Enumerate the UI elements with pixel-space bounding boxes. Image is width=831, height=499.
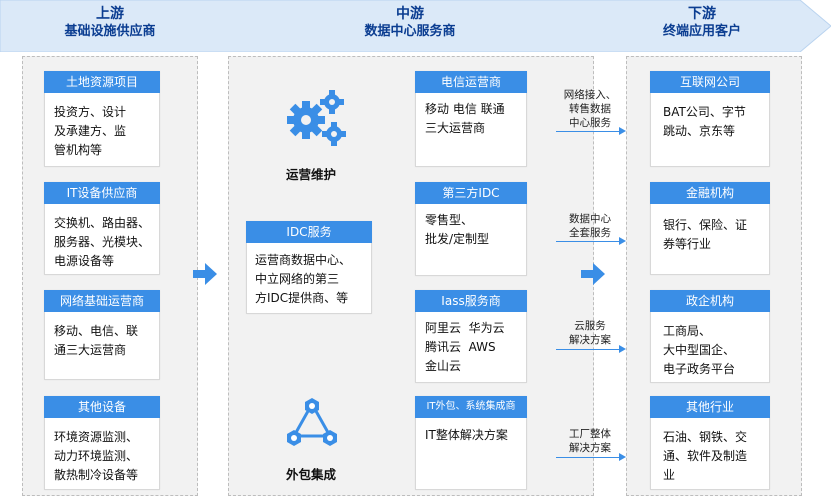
- card-line: 批发/定制型: [425, 232, 490, 246]
- flow-arrow-icon: [193, 263, 217, 285]
- downstream-card-internet: 互联网公司 BAT公司、字节 跳动、京东等: [650, 71, 770, 167]
- card-line: 服务器、光模块、: [54, 235, 151, 249]
- card-line: 零售型、: [425, 213, 474, 227]
- card-line: 移动、电信、联: [54, 324, 139, 338]
- card-title: 互联网公司: [650, 71, 770, 93]
- flow-arrow-icon: [581, 263, 605, 285]
- card-line: 工商局、: [663, 324, 712, 338]
- card-line: 管机构等: [54, 143, 103, 157]
- card-title: IDC服务: [246, 221, 372, 243]
- gears-icon: [287, 90, 346, 146]
- downstream-subtitle: 终端应用客户: [662, 24, 741, 39]
- upstream-card-network: 网络基础运营商 移动、电信、联 通三大运营商: [44, 290, 160, 380]
- card-title: 土地资源项目: [44, 71, 160, 93]
- card-line: 交换机、路由器、: [54, 216, 151, 230]
- service-card-iaas: Iass服务商 阿里云 华为云 腾讯云 AWS 金山云: [415, 290, 527, 383]
- ops-label: 运营维护: [286, 167, 337, 182]
- idc-card: IDC服务 运营商数据中心、 中立网络的第三 方IDC提供商、等: [246, 221, 372, 314]
- card-line: 方IDC提供商、等: [255, 291, 349, 305]
- connector-arrow: [556, 453, 626, 461]
- card-line: 电源设备等: [54, 254, 115, 268]
- card-title: IT外包、系统集成商: [415, 396, 527, 418]
- upstream-card-land: 土地资源项目 投资方、设计 及承建方、监 管机构等: [44, 71, 160, 167]
- connector-arrow: [556, 237, 626, 245]
- arrow-label-line: 云服务: [574, 320, 606, 332]
- arrow-label-factory: 工厂整体 解决方案: [558, 427, 622, 455]
- arrow-label-cloud: 云服务 解决方案: [558, 319, 622, 347]
- arrow-label-dc: 数据中心 全套服务: [558, 212, 622, 240]
- card-line: 大中型国企、: [663, 343, 736, 357]
- arrow-label-line: 中心服务: [569, 117, 611, 129]
- card-line: 运营商数据中心、: [255, 253, 352, 267]
- service-card-telecom: 电信运营商 移动 电信 联通 三大运营商: [415, 71, 527, 167]
- card-line: 三大运营商: [425, 121, 486, 135]
- midstream-subtitle: 数据中心服务商: [364, 24, 456, 39]
- outsource-label: 外包集成: [286, 467, 337, 482]
- card-line: 通三大运营商: [54, 343, 127, 357]
- midstream-header: 中游 数据中心服务商: [330, 6, 490, 40]
- card-line: 散热制冷设备等: [54, 468, 139, 482]
- card-title: IT设备供应商: [44, 182, 160, 204]
- arrow-label-line: 网络接入、: [563, 89, 617, 101]
- card-title: 其他行业: [650, 396, 770, 418]
- card-line: 通、软件及制造: [663, 449, 748, 463]
- card-line: 金山云: [425, 359, 462, 373]
- arrow-label-line: 全套服务: [569, 227, 611, 239]
- card-line: 环境资源监测、: [54, 430, 139, 444]
- card-line: 电子政务平台: [663, 362, 736, 376]
- midstream-title: 中游: [396, 6, 424, 22]
- card-title: Iass服务商: [415, 290, 527, 312]
- arrow-label-line: 解决方案: [569, 334, 611, 346]
- downstream-card-gov: 政企机构 工商局、 大中型国企、 电子政务平台: [650, 290, 770, 383]
- card-line: 移动 电信 联通: [425, 102, 505, 116]
- service-card-third-idc: 第三方IDC 零售型、 批发/定制型: [415, 182, 527, 276]
- downstream-header: 下游 终端应用客户: [622, 6, 782, 40]
- card-line: 动力环境监测、: [54, 449, 139, 463]
- card-line: 腾讯云 AWS: [425, 340, 496, 354]
- card-title: 第三方IDC: [415, 182, 527, 204]
- upstream-title: 上游: [96, 6, 124, 22]
- upstream-header: 上游 基础设施供应商: [30, 6, 190, 40]
- connector-arrow: [556, 345, 626, 353]
- card-line: 投资方、设计: [54, 105, 127, 119]
- integration-icon: [287, 398, 337, 446]
- downstream-card-other: 其他行业 石油、钢铁、交 通、软件及制造 业: [650, 396, 770, 490]
- card-title: 政企机构: [650, 290, 770, 312]
- arrow-label-line: 解决方案: [569, 442, 611, 454]
- upstream-card-other: 其他设备 环境资源监测、 动力环境监测、 散热制冷设备等: [44, 396, 160, 490]
- card-title: 其他设备: [44, 396, 160, 418]
- flow-banner: [0, 0, 831, 52]
- arrow-label-line: 工厂整体: [569, 428, 611, 440]
- card-line: BAT公司、字节: [663, 105, 746, 119]
- upstream-card-it: IT设备供应商 交换机、路由器、 服务器、光模块、 电源设备等: [44, 182, 160, 275]
- connector-arrow: [556, 127, 626, 135]
- arrow-label-line: 数据中心: [569, 213, 611, 225]
- service-card-outsource: IT外包、系统集成商 IT整体解决方案: [415, 396, 527, 490]
- card-line: 银行、保险、证: [663, 218, 748, 232]
- card-line: 及承建方、监: [54, 124, 127, 138]
- downstream-card-finance: 金融机构 银行、保险、证 券等行业: [650, 182, 770, 275]
- card-line: 中立网络的第三: [255, 272, 340, 286]
- card-title: 电信运营商: [415, 71, 527, 93]
- upstream-subtitle: 基础设施供应商: [64, 24, 156, 39]
- card-title: 网络基础运营商: [44, 290, 160, 312]
- downstream-title: 下游: [688, 6, 716, 22]
- card-line: 跳动、京东等: [663, 124, 736, 138]
- card-title: 金融机构: [650, 182, 770, 204]
- card-line: 业: [663, 468, 676, 482]
- card-line: 券等行业: [663, 237, 712, 251]
- card-line: IT整体解决方案: [425, 428, 508, 442]
- card-line: 阿里云 华为云: [425, 321, 505, 335]
- arrow-label-network: 网络接入、 转售数据 中心服务: [558, 88, 622, 130]
- card-line: 石油、钢铁、交: [663, 430, 748, 444]
- arrow-label-line: 转售数据: [569, 103, 611, 115]
